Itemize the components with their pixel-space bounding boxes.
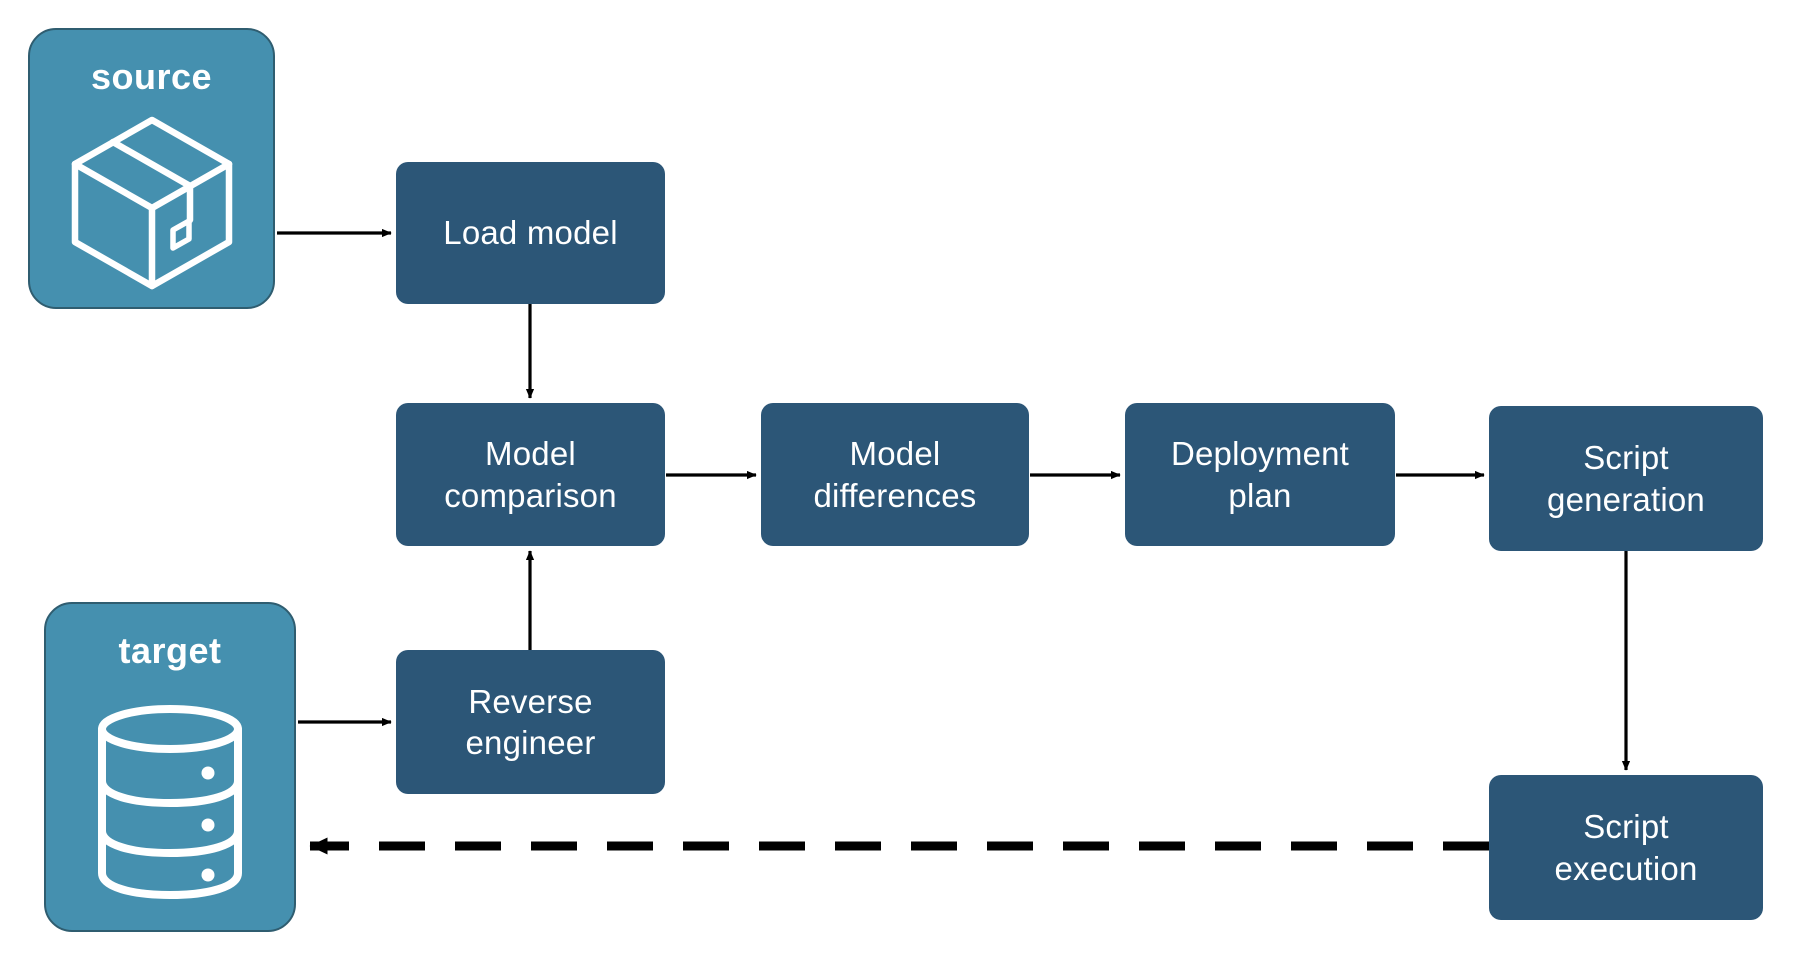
- node-load-model[interactable]: Load model: [396, 162, 665, 304]
- endpoint-source-label: source: [90, 56, 213, 97]
- node-script-generation[interactable]: Script generation: [1489, 406, 1763, 551]
- node-script-execution[interactable]: Script execution: [1489, 775, 1763, 920]
- node-model-comparison-label: Model comparison: [444, 435, 617, 514]
- endpoint-target-label: target: [118, 630, 222, 671]
- package-box-icon: [30, 98, 273, 307]
- database-cylinder-icon: [46, 672, 294, 930]
- node-script-execution-label: Script execution: [1554, 808, 1698, 887]
- node-load-model-label: Load model: [443, 214, 618, 252]
- node-script-generation-label: Script generation: [1547, 439, 1705, 518]
- endpoint-target[interactable]: target: [44, 602, 296, 932]
- node-reverse-engineer[interactable]: Reverse engineer: [396, 650, 665, 794]
- node-deployment-plan[interactable]: Deployment plan: [1125, 403, 1395, 546]
- node-deployment-plan-label: Deployment plan: [1170, 435, 1350, 514]
- node-reverse-engineer-label: Reverse engineer: [465, 682, 596, 761]
- endpoint-source[interactable]: source: [28, 28, 275, 309]
- node-model-differences[interactable]: Model differences: [761, 403, 1029, 546]
- node-model-comparison[interactable]: Model comparison: [396, 403, 665, 546]
- node-model-differences-label: Model differences: [813, 435, 977, 514]
